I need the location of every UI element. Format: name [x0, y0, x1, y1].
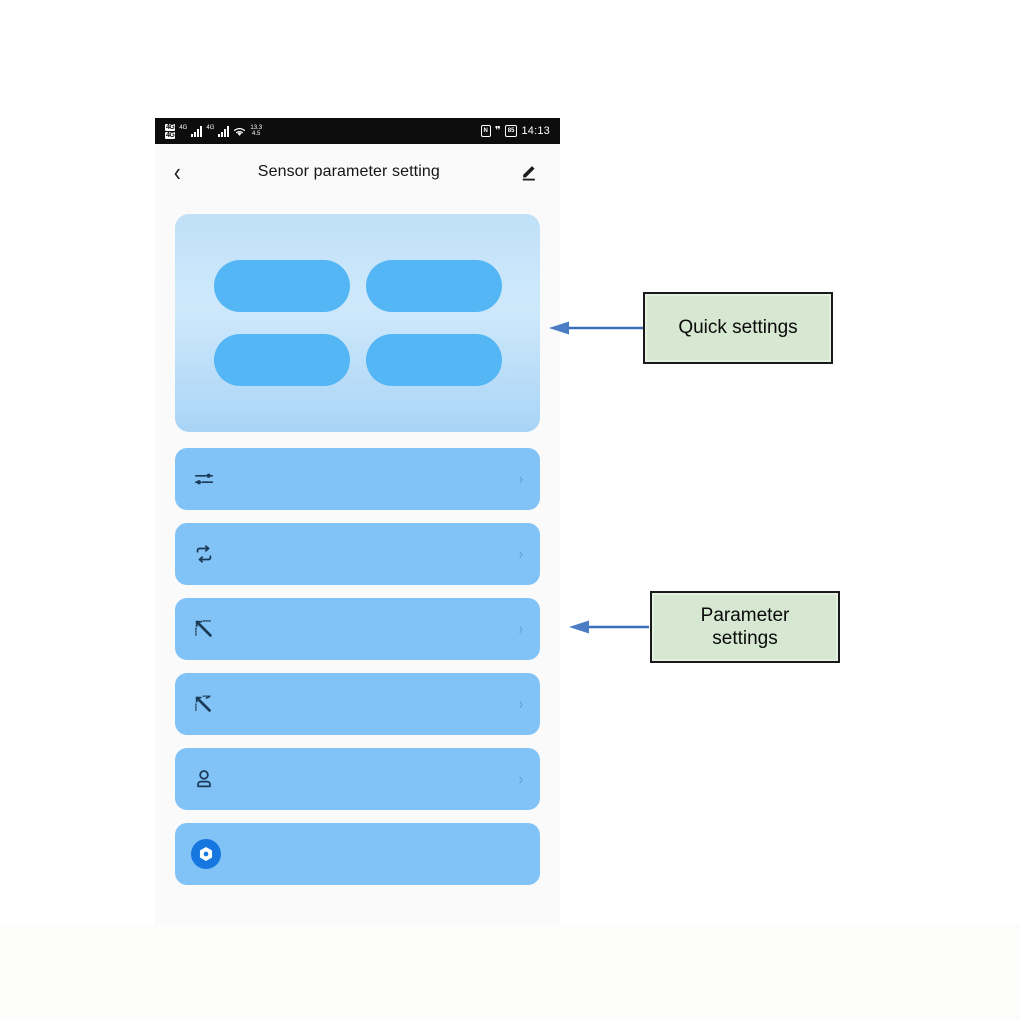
status-bar-left: 4G 4G 4G 4G 13.3 4.5 — [165, 123, 262, 139]
canvas-bottom-tint — [0, 925, 1020, 1020]
app-header: ‹ Sensor parameter setting — [155, 144, 560, 200]
sim1-network-type: 4G — [179, 125, 188, 131]
parameter-row-trend-a[interactable]: › — [175, 598, 540, 660]
clock-time: 14:13 — [521, 125, 550, 137]
tune-sliders-icon — [191, 466, 217, 492]
chevron-right-icon: › — [519, 769, 524, 788]
chevron-right-icon: › — [519, 619, 524, 638]
status-bar: 4G 4G 4G 4G 13.3 4.5 N ❞ 85 14:13 — [155, 118, 560, 144]
quick-setting-pill-3[interactable] — [213, 334, 350, 386]
network-speed-indicator: 13.3 4.5 — [250, 125, 262, 137]
parameter-row-person[interactable]: › — [175, 748, 540, 810]
callout-quick-settings-label: Quick settings — [678, 317, 798, 339]
status-bar-right: N ❞ 85 14:13 — [480, 124, 550, 137]
parameter-settings-list: › › › — [175, 448, 540, 885]
signal-bars-icon-2 — [218, 125, 230, 137]
speed-down-value: 4.5 — [252, 131, 261, 137]
chevron-right-icon: › — [519, 469, 524, 488]
quick-settings-row-2 — [187, 334, 528, 386]
parameter-row-loop[interactable]: › — [175, 523, 540, 585]
chevron-left-icon[interactable]: ‹ — [173, 157, 181, 187]
bluetooth-icon: ❞ — [494, 124, 501, 137]
callout-parameter-settings-label: Parameter settings — [700, 604, 790, 649]
battery-icon: 85 — [504, 125, 518, 137]
sim2-network-type: 4G — [206, 125, 215, 131]
dual-sim-indicator: 4G 4G — [165, 123, 176, 139]
page-title: Sensor parameter setting — [257, 163, 440, 180]
trend-arrow-up-dashed-icon — [191, 691, 217, 717]
loop-repeat-icon — [191, 541, 217, 567]
quick-setting-pill-1[interactable] — [213, 260, 350, 312]
sim2-label: 4G — [165, 131, 176, 139]
nfc-icon: N — [480, 125, 491, 137]
parameter-row-gear[interactable] — [175, 823, 540, 885]
quick-setting-pill-2[interactable] — [365, 260, 502, 312]
annotation-arrow-quick-settings — [549, 321, 643, 335]
gear-badge-icon — [191, 839, 221, 869]
trend-arrow-up-icon — [191, 616, 217, 642]
quick-setting-pill-4[interactable] — [365, 334, 502, 386]
callout-parameter-settings: Parameter settings — [650, 591, 840, 663]
quick-settings-card — [175, 214, 540, 432]
chevron-right-icon: › — [519, 544, 524, 563]
person-account-icon — [191, 766, 217, 792]
quick-settings-row-1 — [187, 260, 528, 312]
parameter-row-trend-b[interactable]: › — [175, 673, 540, 735]
annotation-arrow-parameter-settings — [569, 620, 649, 634]
parameter-row-tune[interactable]: › — [175, 448, 540, 510]
speed-up-value: 13.3 — [250, 125, 263, 131]
callout-quick-settings: Quick settings — [643, 292, 833, 364]
signal-bars-icon-1 — [191, 125, 203, 137]
phone-screen: 4G 4G 4G 4G 13.3 4.5 N ❞ 85 14:13 ‹ — [155, 118, 560, 925]
wifi-icon — [234, 127, 246, 136]
sim1-label: 4G — [165, 123, 176, 131]
chevron-right-icon: › — [519, 694, 524, 713]
pencil-edit-icon[interactable] — [516, 159, 542, 185]
